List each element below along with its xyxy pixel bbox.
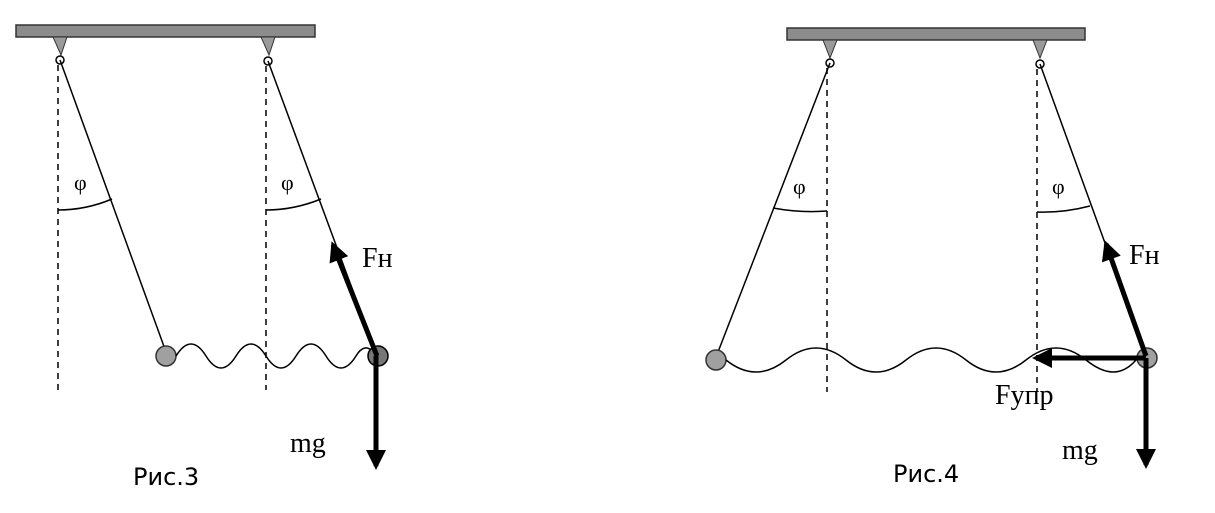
pivot-bracket	[1032, 39, 1048, 60]
tension-force-arrow	[329, 241, 380, 357]
pivot-bracket	[52, 36, 68, 57]
right-pendulum: φ Fн Fупр mg	[995, 39, 1160, 469]
angle-arc	[265, 198, 322, 211]
pivot-bracket	[822, 39, 838, 60]
figure-3: φ φ Fн mg Рис.3	[15, 24, 393, 491]
tension-force-label: Fн	[362, 243, 393, 274]
pendulum-ball	[155, 345, 177, 367]
figure-caption: Рис.4	[893, 460, 959, 488]
gravity-force-label: mg	[1062, 435, 1098, 466]
angle-label: φ	[281, 170, 294, 195]
figure-4: φ φ Fн Fупр mg Рис.4	[705, 27, 1160, 488]
gravity-force-label: mg	[290, 428, 326, 459]
elastic-force-label: Fупр	[995, 380, 1054, 411]
spring	[725, 347, 1137, 373]
ceiling-bar	[15, 24, 316, 38]
spring	[175, 343, 374, 369]
pendulum-ball	[705, 349, 727, 371]
pendulum-string	[59, 59, 167, 353]
figure-caption: Рис.3	[133, 463, 199, 491]
ceiling-bar	[786, 27, 1086, 41]
angle-label: φ	[74, 170, 87, 195]
tension-force-label: Fн	[1129, 240, 1160, 271]
angle-arc	[1036, 205, 1091, 213]
angle-arc	[57, 198, 113, 211]
tension-force-arrow	[1101, 240, 1149, 357]
pivot-bracket	[260, 36, 276, 57]
right-pendulum: φ Fн mg	[260, 36, 393, 470]
left-pendulum: φ	[705, 39, 838, 392]
angle-arc	[772, 207, 828, 213]
left-pendulum: φ	[52, 36, 177, 390]
angle-label: φ	[793, 174, 806, 199]
angle-label: φ	[1052, 174, 1065, 199]
